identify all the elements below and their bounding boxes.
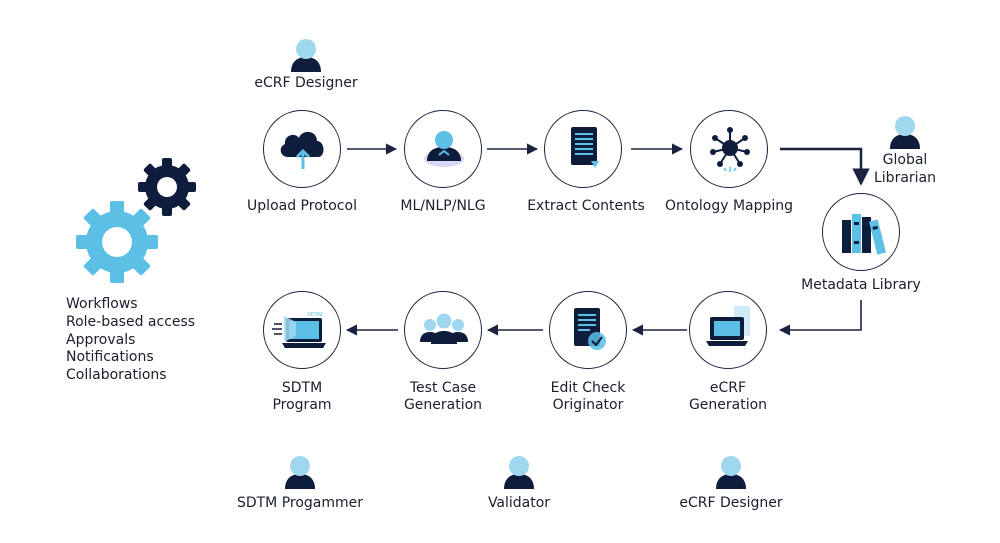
network-icon bbox=[710, 127, 750, 172]
sdtm-badge-text: SDTM bbox=[307, 312, 323, 318]
books-icon bbox=[842, 214, 886, 255]
node-test-case-generation bbox=[404, 291, 482, 369]
person-icon bbox=[503, 455, 535, 489]
step-label-metadata-library: Metadata Library bbox=[801, 277, 921, 293]
team-icon bbox=[420, 313, 468, 344]
node-ontology-mapping bbox=[690, 110, 768, 188]
node-edit-check-originator bbox=[549, 291, 627, 369]
laptop-form-icon bbox=[706, 306, 750, 346]
step-label-upload-protocol: Upload Protocol bbox=[247, 198, 357, 214]
step-label-ontology-mapping: Ontology Mapping bbox=[664, 198, 794, 214]
laptop-sdtm-icon: SDTM bbox=[272, 312, 326, 348]
node-upload-protocol bbox=[263, 110, 341, 188]
node-metadata-library bbox=[822, 193, 900, 271]
step-label-edit-check: Edit Check bbox=[550, 380, 626, 396]
user-ai-icon bbox=[424, 131, 464, 167]
person-icon bbox=[284, 455, 316, 489]
node-sdtm-program: SDTM bbox=[263, 291, 341, 369]
node-extract-contents bbox=[544, 110, 622, 188]
person-icon bbox=[889, 115, 921, 149]
feature-item: Notifications bbox=[66, 349, 154, 366]
feature-item: Role-based access bbox=[66, 313, 196, 330]
step-label-test-case: Test Case bbox=[409, 380, 477, 396]
role-label-global: Global bbox=[882, 152, 928, 168]
step-label-test-generation: Generation bbox=[403, 397, 483, 413]
step-label-generation: Generation bbox=[688, 397, 768, 413]
arrow-ontology-to-library bbox=[780, 147, 870, 186]
step-label-extract-contents: Extract Contents bbox=[527, 198, 645, 214]
node-ml-nlp-nlg bbox=[404, 110, 482, 188]
document-check-icon bbox=[574, 308, 606, 350]
arrow-library-to-ecrf bbox=[778, 300, 862, 336]
role-label-ecrf-designer-bottom: eCRF Designer bbox=[679, 495, 783, 511]
node-ecrf-generation bbox=[689, 291, 767, 369]
person-icon bbox=[290, 38, 322, 72]
role-label-librarian: Librarian bbox=[873, 170, 937, 186]
role-label-sdtm-programmer: SDTM Progammer bbox=[236, 495, 364, 511]
feature-item: Approvals bbox=[66, 331, 136, 348]
features-list: Workflows Role-based access Approvals No… bbox=[66, 296, 195, 385]
gears-icon bbox=[76, 158, 196, 283]
role-label-ecrf-designer-top: eCRF Designer bbox=[254, 75, 358, 91]
step-label-program: Program bbox=[272, 397, 332, 413]
feature-item: Collaborations bbox=[66, 367, 167, 384]
step-label-sdtm: SDTM bbox=[281, 380, 323, 396]
feature-item: Workflows bbox=[66, 296, 138, 312]
role-label-validator: Validator bbox=[487, 495, 551, 511]
step-label-originator: Originator bbox=[552, 397, 624, 413]
person-icon bbox=[715, 455, 747, 489]
cloud-upload-icon bbox=[280, 131, 324, 169]
step-label-ecrf: eCRF bbox=[709, 380, 747, 396]
step-label-ml-nlp-nlg: ML/NLP/NLG bbox=[400, 198, 486, 214]
document-icon bbox=[571, 127, 599, 168]
